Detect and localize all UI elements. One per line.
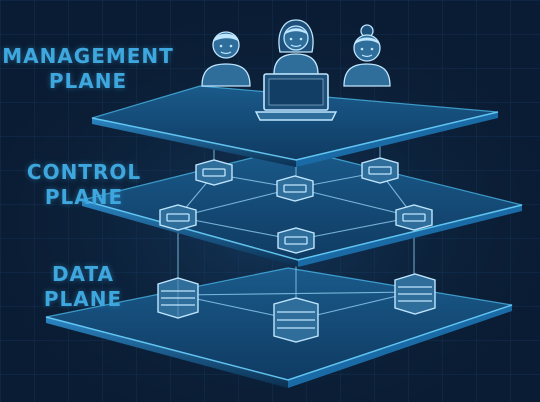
management-plane-label-line2: PLANE (48, 69, 128, 93)
router-icon (159, 204, 197, 231)
data-plane-label-line1: DATA (51, 262, 115, 286)
control-plane-label-line2: PLANE (44, 185, 124, 209)
woman-user-icon (273, 19, 319, 75)
laptop-icon (254, 73, 338, 121)
router-icon (361, 157, 399, 184)
router-icon (195, 159, 233, 186)
data-plane-label-line2: PLANE (43, 287, 123, 311)
management-plane (91, 85, 499, 167)
router-icon (395, 204, 433, 231)
server-icon (157, 277, 199, 319)
server-icon (273, 297, 319, 343)
management-plane-label: MANAGEMENT PLANE (0, 44, 176, 94)
woman-bun-user-icon (343, 24, 391, 87)
router-icon (277, 227, 315, 254)
management-plane-label-line1: MANAGEMENT (2, 44, 174, 68)
router-icon (276, 175, 314, 202)
control-plane-label: CONTROL PLANE (14, 160, 154, 210)
control-plane (79, 147, 523, 267)
data-plane-label: DATA PLANE (30, 262, 136, 312)
man-user-icon (201, 31, 251, 87)
server-icon (394, 273, 436, 315)
control-plane-label-line1: CONTROL (26, 160, 142, 184)
